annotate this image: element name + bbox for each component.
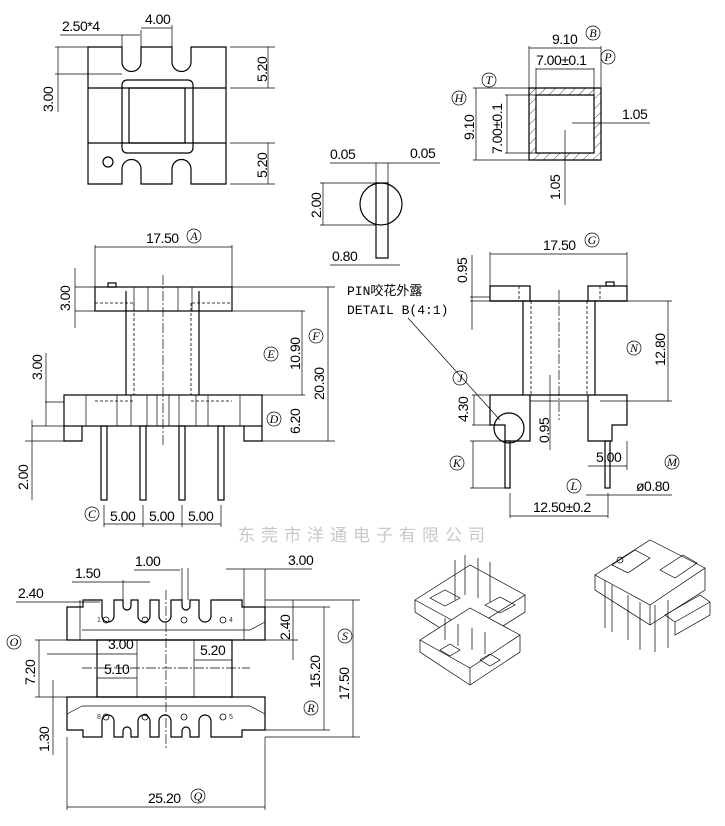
- side-view: PIN咬花外露 DETAIL B(4:1) 17.50 G 0.95 12.80…: [347, 232, 680, 518]
- dim-wall-bottom: 1.05: [547, 174, 563, 200]
- ref-s: S: [342, 629, 348, 643]
- note-pin-knurl: PIN咬花外露: [347, 283, 422, 299]
- dim-left: 2.40: [18, 585, 44, 601]
- ref-r: R: [306, 701, 315, 715]
- dim-pin-dia: ø0.80: [636, 478, 670, 494]
- dim-pin-dia: 0.80: [332, 248, 358, 264]
- dim-winding: 10.90: [287, 337, 303, 370]
- dim-flange-thk: 2.40: [277, 614, 293, 640]
- dim-span: 12.50±0.2: [533, 499, 591, 515]
- ref-t: T: [486, 73, 494, 87]
- dim-side-height: 12.80: [652, 333, 668, 366]
- dim-length: 25.20: [148, 790, 181, 806]
- ref-m: M: [666, 455, 678, 469]
- dim-outer-h: 9.10: [461, 114, 477, 140]
- dim-flange-bottom: 3.00: [29, 354, 45, 380]
- dim-tol-left: 0.05: [330, 146, 356, 162]
- dim-step: 1.30: [36, 726, 52, 752]
- ref-f: F: [311, 329, 320, 343]
- pin: [178, 425, 186, 501]
- ref-j: J: [457, 371, 463, 385]
- dim-base-h: 4.30: [455, 396, 471, 422]
- dim-base: 6.20: [287, 408, 303, 434]
- dim-total: 20.30: [311, 367, 327, 400]
- dim-pitch: 2.50*4: [62, 18, 100, 34]
- pin: [139, 425, 147, 501]
- dim-tol-right: 0.05: [410, 145, 436, 161]
- detail-b-circle: [493, 412, 525, 444]
- ref-l: L: [570, 479, 578, 493]
- dim-top-thk: 0.95: [454, 257, 470, 283]
- ref-o: O: [10, 635, 19, 649]
- ref-b: B: [589, 26, 597, 40]
- ref-a: A: [189, 229, 198, 243]
- ref-k: K: [452, 456, 462, 470]
- note-detail-b: DETAIL B(4:1): [347, 303, 448, 318]
- dim-core-a: 3.00: [108, 636, 134, 652]
- pin-number: 1: [97, 617, 101, 624]
- dim-core-b: 5.20: [200, 642, 226, 658]
- front-view: 17.50 A 3.00 3.00 10.90 E 20.30 F 6.20 D…: [15, 228, 335, 527]
- dim-slot-2: 1.50: [75, 565, 101, 581]
- pin: [100, 425, 108, 501]
- dim-inner-w: 7.00±0.1: [536, 52, 587, 68]
- dim-core-c: 5.10: [104, 661, 130, 677]
- pin: [217, 425, 225, 501]
- dim-pin-height: 2.00: [308, 192, 324, 218]
- dim-edge-bottom: 5.20: [254, 152, 270, 178]
- pin-number: 8: [97, 714, 101, 721]
- dim-pin-length: 2.00: [15, 464, 31, 490]
- dim-outer: 17.50: [336, 667, 352, 700]
- ref-q: Q: [194, 789, 203, 803]
- ref-c: C: [88, 507, 97, 521]
- dim-flange-top: 3.00: [57, 285, 73, 311]
- ref-p: P: [603, 50, 612, 64]
- ref-e: E: [266, 347, 275, 361]
- dim-side-width: 17.50: [543, 237, 576, 253]
- dim-slot: 4.00: [145, 11, 171, 27]
- isometric-view-1: [414, 555, 526, 686]
- pins: [100, 425, 225, 501]
- watermark: 东莞市洋通电子有限公司: [238, 526, 491, 546]
- dim-step: 0.95: [536, 417, 552, 443]
- dim-edge-top: 5.20: [254, 56, 270, 82]
- dim-slot-1: 1.00: [135, 553, 161, 569]
- dim-outer-w: 9.10: [552, 31, 578, 47]
- dim-depth: 3.00: [40, 86, 56, 112]
- ref-h: H: [454, 91, 465, 105]
- dim-holder: 5.00: [596, 449, 622, 465]
- dim-wall-side: 1.05: [622, 106, 648, 122]
- dim-inner: 15.20: [307, 655, 323, 688]
- pin1-mark-icon: [102, 156, 114, 168]
- dim-edge: 3.00: [288, 552, 314, 568]
- dim-width: 17.50: [146, 230, 179, 246]
- top-view: 2.50*4 4.00 3.00 5.20 5.20: [40, 11, 275, 185]
- ref-d: D: [269, 412, 279, 426]
- cross-section: 9.10 B 7.00±0.1 P H T 9.10 7.00±0.1 1.05…: [451, 25, 650, 205]
- bottom-view: 1 4 8 5 1.00 1.50 3.00 2.40 2.40 O 3.00 …: [6, 552, 360, 810]
- dim-pitch-2: 5.00: [149, 508, 175, 524]
- pin-number: 5: [229, 714, 233, 721]
- isometric-view-2: [594, 539, 711, 652]
- pin-number: 4: [229, 617, 233, 624]
- pin-detail: 0.05 0.05 2.00 0.80: [308, 145, 440, 266]
- ref-n: N: [629, 341, 639, 355]
- dim-inner-h: 7.00±0.1: [489, 103, 505, 154]
- dim-core-h: 7.20: [22, 659, 38, 685]
- ref-g: G: [588, 233, 597, 247]
- dim-pitch-3: 5.00: [188, 508, 214, 524]
- dim-pitch-1: 5.00: [110, 508, 136, 524]
